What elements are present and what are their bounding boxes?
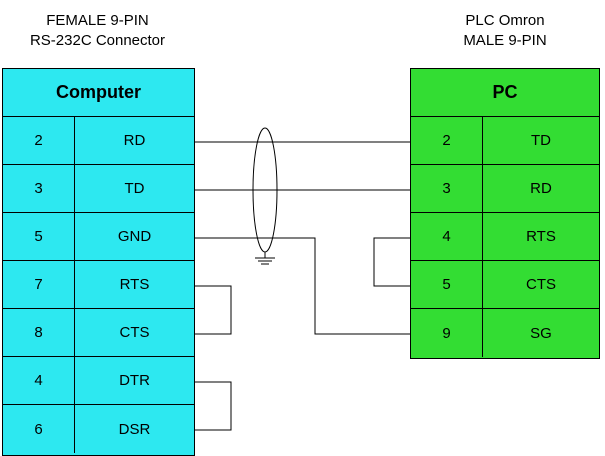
signal-name: DTR xyxy=(119,372,150,389)
signal-name: TD xyxy=(531,132,551,149)
plc-pin-row: 2 TD xyxy=(411,117,599,165)
signal-name: TD xyxy=(124,180,145,197)
computer-connector-box: Computer 2 RD 3 TD 5 GND 7 RTS 8 CTS 4 D… xyxy=(2,68,195,456)
loop-dtr-dsr-computer xyxy=(195,381,232,431)
signal-name: RD xyxy=(123,132,146,149)
computer-header: Computer xyxy=(3,69,194,117)
signal-name: DSR xyxy=(118,420,151,438)
computer-pin-row: 8 CTS xyxy=(3,309,194,357)
wire-gnd-sg xyxy=(195,237,410,335)
pin-number: 2 xyxy=(3,117,75,164)
computer-pin-row: 7 RTS xyxy=(3,261,194,309)
plc-caption-line-2: MALE 9-PIN xyxy=(463,32,547,49)
loop-rts-cts-plc xyxy=(373,237,410,287)
plc-connector-caption: PLC Omron MALE 9-PIN xyxy=(410,11,600,51)
computer-caption-line-1: FEMALE 9-PIN xyxy=(46,12,149,29)
computer-caption-line-2: RS-232C Connector xyxy=(29,32,166,49)
computer-pin-row: 5 GND xyxy=(3,213,194,261)
plc-connector-box: PC 2 TD 3 RD 4 RTS 5 CTS 9 SG xyxy=(410,68,600,359)
signal-name: RTS xyxy=(526,228,556,245)
pin-number: 2 xyxy=(411,117,483,164)
computer-pin-row: 2 RD xyxy=(3,117,194,165)
signal-name: RD xyxy=(530,180,552,197)
pin-number: 3 xyxy=(411,165,483,212)
plc-caption-line-1: PLC Omron xyxy=(465,12,545,29)
plc-pin-row: 3 RD xyxy=(411,165,599,213)
computer-pin-row: 6 DSR xyxy=(3,405,194,453)
plc-header: PC xyxy=(411,69,599,117)
pin-number: 5 xyxy=(3,213,75,260)
pin-number: 8 xyxy=(3,309,75,356)
ground-icon xyxy=(255,252,275,265)
pin-number: 5 xyxy=(411,261,483,308)
plc-pin-row: 5 CTS xyxy=(411,261,599,309)
computer-pin-row: 4 DTR xyxy=(3,357,194,405)
computer-connector-caption: FEMALE 9-PIN RS-232C Connector xyxy=(0,11,195,51)
plc-pin-row: 4 RTS xyxy=(411,213,599,261)
pin-number: 9 xyxy=(411,309,483,357)
pin-number: 4 xyxy=(411,213,483,260)
plc-pin-row: 9 SG xyxy=(411,309,599,357)
signal-name: RTS xyxy=(119,276,150,293)
signal-name: GND xyxy=(117,228,152,245)
pin-number: 7 xyxy=(3,261,75,308)
computer-pin-row: 3 TD xyxy=(3,165,194,213)
pin-number: 3 xyxy=(3,165,75,212)
signal-name: CTS xyxy=(526,276,556,293)
pin-number: 6 xyxy=(3,405,75,453)
pin-number: 4 xyxy=(3,357,75,404)
signal-name: CTS xyxy=(119,324,150,341)
signal-name: SG xyxy=(530,324,552,342)
loop-rts-cts-computer xyxy=(195,285,232,335)
